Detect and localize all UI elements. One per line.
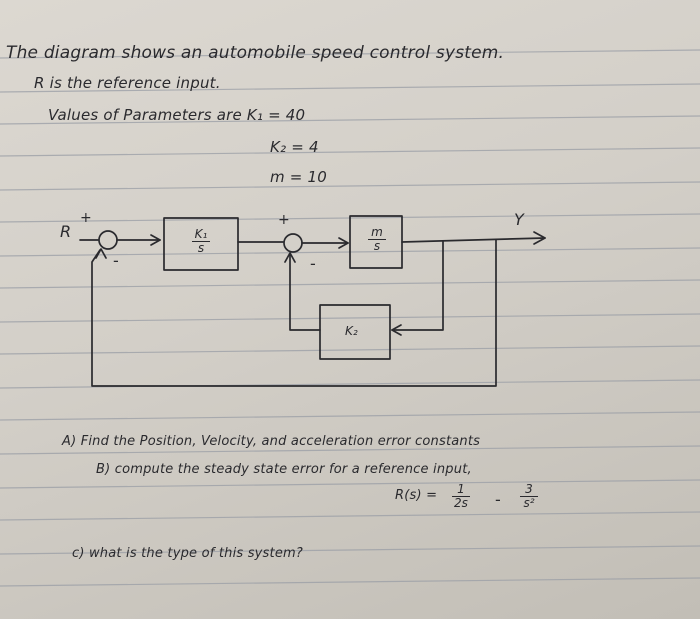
parameter-k2: K₂ = 4 — [270, 138, 319, 156]
sum2-plus-sign: + — [278, 212, 290, 228]
feedback-block-k2 — [319, 304, 391, 360]
rs-label: R(s) = — [395, 488, 438, 503]
summing-junction-1 — [98, 230, 118, 250]
block2-numerator: m — [371, 225, 383, 239]
block2-denominator: s — [373, 239, 381, 253]
summing-junction-2 — [283, 233, 303, 253]
rs-term1: 1 2s — [452, 483, 470, 510]
block1-denominator: s — [197, 241, 205, 255]
parameters-line: Values of Parameters are K₁ = 40 — [48, 106, 306, 124]
rs-term1-denominator: 2s — [454, 496, 468, 510]
block1-fraction-bar — [192, 241, 210, 242]
block1-transfer-fn: K₁ s — [192, 228, 210, 255]
inner-feedback-line-return — [289, 254, 321, 331]
outer-feedback-line — [91, 239, 497, 387]
block2-transfer-fn: m s — [368, 226, 386, 253]
rs-term1-bar — [452, 496, 470, 497]
rs-term2-denominator: s² — [523, 496, 535, 510]
arrowhead-sum1 — [95, 248, 107, 259]
arrowhead-sum2 — [284, 252, 296, 263]
question-a: A) Find the Position, Velocity, and acce… — [62, 434, 481, 449]
parameter-m: m = 10 — [270, 168, 328, 186]
integrator-block-k1 — [163, 217, 239, 271]
arrowhead-block1 — [150, 234, 161, 246]
rs-minus-sign: - — [495, 490, 501, 509]
rs-term2-numerator: 3 — [525, 482, 533, 496]
block1-numerator: K₁ — [194, 227, 208, 241]
arrowhead-block2 — [338, 237, 349, 249]
arrowhead-output — [533, 231, 546, 245]
output-signal-line — [401, 237, 546, 243]
rs-term2: 3 s² — [520, 483, 538, 510]
block2-fraction-bar — [368, 239, 386, 240]
arrowhead-block3 — [391, 324, 402, 336]
output-label-y: Y — [514, 210, 524, 229]
question-b: B) compute the steady state error for a … — [96, 462, 472, 477]
question-c: c) what is the type of this system? — [72, 546, 303, 561]
rs-term2-bar — [520, 496, 538, 497]
input-label-r: R — [60, 222, 72, 241]
sum2-minus-sign: - — [310, 254, 316, 273]
inner-feedback-line-top — [391, 240, 444, 331]
problem-title: The diagram shows an automobile speed co… — [6, 43, 505, 63]
block3-gain-label: K₂ — [345, 324, 358, 338]
reference-note: R is the reference input. — [34, 74, 221, 92]
rs-term1-numerator: 1 — [457, 482, 465, 496]
sum1-plus-sign: + — [80, 210, 92, 226]
sum1-minus-sign: - — [113, 251, 119, 270]
